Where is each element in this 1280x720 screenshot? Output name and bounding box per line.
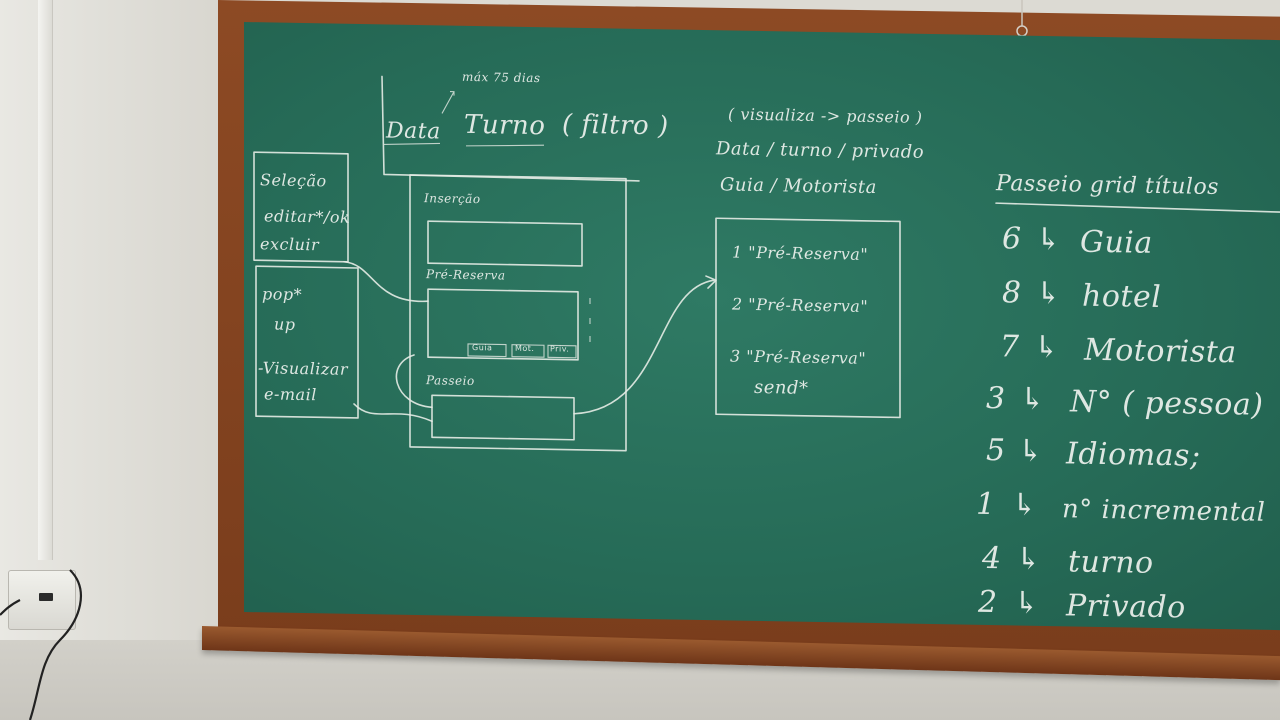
- arrow-form-to-passeio: [395, 354, 433, 409]
- header-filtro: ( filtro ): [562, 109, 669, 142]
- left-box-selecao: [253, 151, 349, 263]
- grid-row-num: 7: [1000, 329, 1020, 365]
- grid-row-num: 8: [1002, 275, 1022, 311]
- grid-row-num: 4: [982, 540, 1002, 577]
- right-header-1: ( visualiza -> passeio ): [728, 104, 923, 127]
- header-turno: Turno: [464, 109, 546, 142]
- hanging-hook: [1016, 0, 1028, 37]
- left-box-1-line-1: Seleção: [260, 170, 327, 191]
- data-underline: [383, 142, 441, 145]
- grid-row-num: 6: [1002, 221, 1022, 257]
- form-input-insercao: [427, 220, 583, 267]
- list-item-2: 2 "Pré-Reserva": [732, 294, 869, 316]
- form-label-prereserva: Pré-Reserva: [426, 267, 506, 283]
- grid-row-arrow: ↳: [1036, 275, 1062, 312]
- grid-row-label: N° ( pessoa): [1070, 384, 1264, 423]
- grid-row-num: 2: [978, 584, 998, 621]
- form-btn-mot-box: [511, 344, 545, 358]
- left-box-1-line-3: excluir: [260, 234, 320, 255]
- list-item-1: 1 "Pré-Reserva": [732, 242, 869, 264]
- form-input-prereserva: [427, 288, 579, 361]
- form-input-passeio: [431, 394, 575, 441]
- grid-row-label: hotel: [1082, 278, 1162, 316]
- grid-row-arrow: ↳: [1016, 541, 1042, 577]
- wall-pillar: [38, 0, 53, 560]
- right-header-2: Data / turno / privado: [716, 138, 925, 163]
- left-box-1-line-2: editar*/ok: [264, 206, 351, 227]
- turno-underline: [465, 144, 545, 147]
- note-max-days: máx 75 dias: [462, 69, 541, 86]
- left-box-2-line-1: pop*: [262, 284, 303, 305]
- grid-row-arrow: ↳: [1036, 221, 1062, 258]
- form-btn-mot: Mot.: [515, 343, 535, 354]
- header-data: Data: [386, 118, 441, 145]
- grid-row-label: Privado: [1066, 588, 1186, 626]
- grid-row-arrow: ↳: [1034, 329, 1060, 366]
- grid-row-label: Motorista: [1084, 332, 1237, 371]
- left-box-popup: [255, 265, 359, 419]
- chalkboard: máx 75 dias Data Turno ( filtro ) Seleçã…: [244, 22, 1280, 631]
- arrow-selecao-to-prereserva: [343, 260, 429, 303]
- grid-row-label: Guia: [1080, 224, 1153, 261]
- grid-row-label: Idiomas;: [1066, 436, 1201, 474]
- grid-row-arrow: ↳: [1020, 381, 1046, 417]
- list-send: send*: [754, 376, 809, 399]
- form-title: Inserção: [424, 191, 481, 207]
- grid-row-arrow: ↳: [1018, 433, 1044, 469]
- chalk-drawings: [253, 75, 1280, 452]
- arrow-passeio-to-list: [573, 275, 717, 415]
- grid-row-label: n° incremental: [1062, 494, 1266, 528]
- wall: [0, 0, 225, 640]
- grid-row-num: 5: [986, 432, 1006, 469]
- form-btn-priv-box: [547, 344, 577, 359]
- form-btn-priv: Priv.: [550, 344, 570, 354]
- arrow-popup-to-passeio: [353, 403, 433, 423]
- grid-row-arrow: ↳: [1014, 585, 1040, 621]
- grid-row-num: 3: [986, 380, 1006, 417]
- right-header-3: Guia / Motorista: [720, 174, 877, 199]
- note-arrow: [441, 91, 455, 114]
- grid-row-label: turno: [1068, 544, 1154, 581]
- form-outline: [409, 174, 627, 452]
- form-label-passeio: Passeio: [426, 373, 475, 389]
- grid-row-arrow: ↳: [1012, 487, 1038, 523]
- reserva-list-box: [715, 217, 901, 419]
- form-btn-guia-box: [467, 343, 507, 358]
- power-cable: [0, 569, 82, 720]
- list-item-3: 3 "Pré-Reserva": [730, 346, 867, 368]
- grid-row-num: 1: [976, 486, 996, 523]
- form-btn-guia: Guia: [472, 342, 493, 353]
- left-box-2-line-2: up: [274, 314, 296, 334]
- grid-title: Passeio grid títulos: [996, 171, 1219, 201]
- left-box-2-line-3: -Visualizar: [258, 358, 349, 379]
- left-box-2-line-4: e-mail: [264, 384, 317, 405]
- header-bracket: [381, 75, 640, 182]
- grid-title-underline: [995, 202, 1280, 213]
